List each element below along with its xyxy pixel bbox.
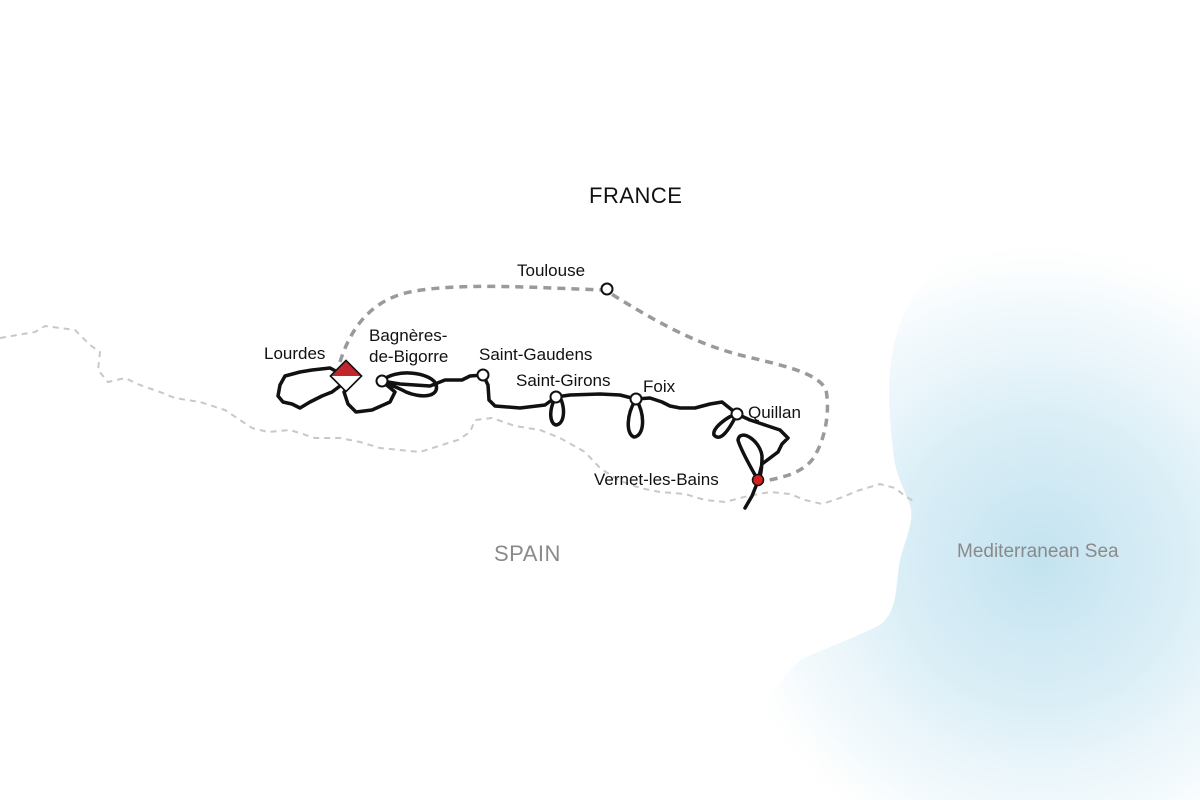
stop-circle-icon: [600, 282, 614, 296]
stop-circle-icon: [730, 407, 744, 421]
place-label-saint-girons: Saint-Girons: [516, 371, 611, 390]
start-flag-icon: [329, 359, 363, 393]
place-label-saint-gaudens: Saint-Gaudens: [479, 345, 593, 364]
place-label-vernet-les-bains: Vernet-les-Bains: [594, 470, 719, 489]
place-label-bagneres-line1: Bagnères-: [369, 326, 448, 345]
country-label-spain: SPAIN: [494, 541, 561, 566]
place-label-quillan: Quillan: [748, 403, 801, 422]
country-label-france: FRANCE: [589, 183, 683, 208]
place-label-toulouse: Toulouse: [517, 261, 586, 280]
place-label-foix: Foix: [643, 377, 676, 396]
stop-circle-icon: [549, 390, 563, 404]
transfer-route: [338, 284, 830, 484]
place-label-lourdes: Lourdes: [264, 344, 326, 363]
stop-circle-icon: [629, 392, 643, 406]
stop-circle-icon: [476, 368, 490, 382]
country-border: [0, 324, 916, 506]
place-label-bagneres-line2: de-Bigorre: [369, 347, 449, 366]
mediterranean-sea-area: [700, 250, 1200, 800]
stop-circle-icon: [375, 374, 389, 388]
end-point-icon: [751, 473, 765, 487]
sea-label: Mediterranean Sea: [957, 541, 1119, 562]
